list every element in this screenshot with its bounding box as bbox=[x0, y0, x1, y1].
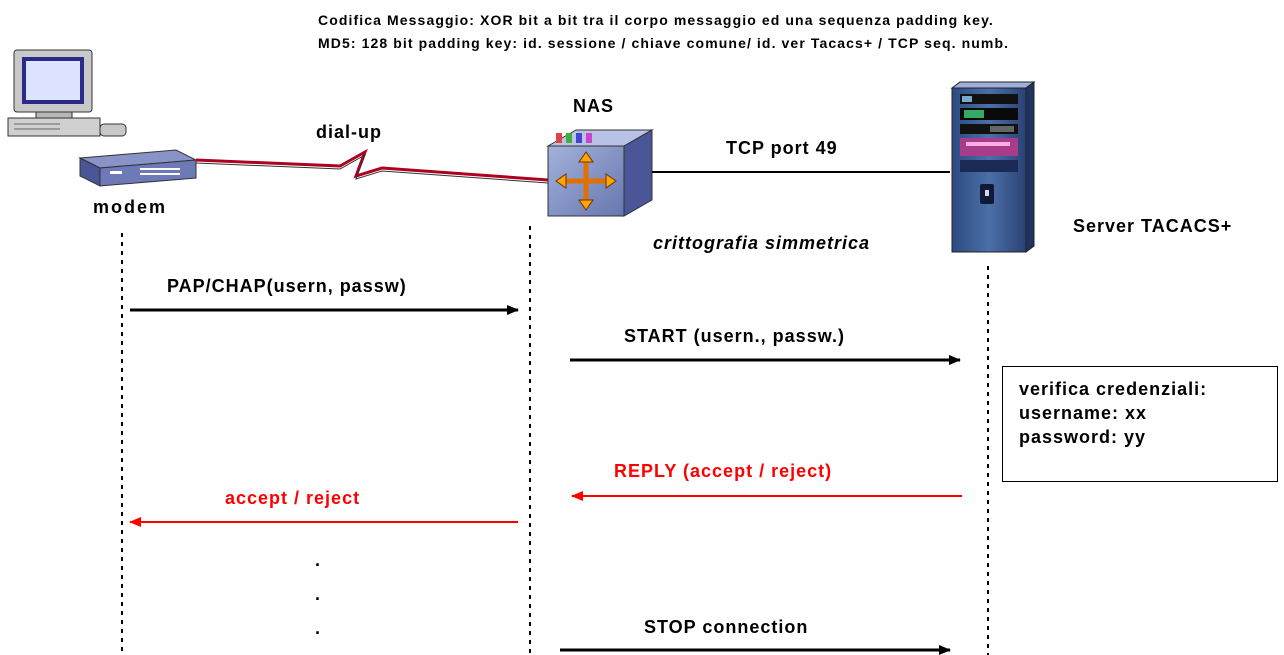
nas-label: NAS bbox=[573, 96, 615, 116]
ellipsis-dot: . bbox=[315, 550, 321, 570]
nas-router-icon bbox=[546, 129, 654, 217]
verification-box: verifica credenziali: username: xx passw… bbox=[1002, 366, 1278, 482]
reply-message: REPLY (accept / reject) bbox=[614, 461, 833, 481]
ellipsis-dot: . bbox=[315, 618, 321, 638]
ellipsis-dot: . bbox=[315, 584, 321, 604]
modem-label: modem bbox=[93, 197, 168, 217]
modem-icon bbox=[78, 149, 198, 187]
header-line-2: MD5: 128 bit padding key: id. sessione /… bbox=[318, 35, 1010, 51]
verification-password: password: yy bbox=[1019, 427, 1147, 447]
start-message: START (usern., passw.) bbox=[624, 326, 846, 346]
verification-username: username: xx bbox=[1019, 403, 1148, 423]
pap-chap-message: PAP/CHAP(usern, passw) bbox=[167, 276, 407, 296]
header-line-1: Codifica Messaggio: XOR bit a bit tra il… bbox=[318, 12, 994, 28]
computer-icon bbox=[7, 49, 127, 137]
crypto-label: crittografia simmetrica bbox=[653, 233, 871, 253]
dialup-line bbox=[195, 148, 549, 182]
stop-message: STOP connection bbox=[644, 617, 809, 637]
verification-title: verifica credenziali: bbox=[1019, 379, 1208, 399]
server-label: Server TACACS+ bbox=[1073, 216, 1233, 236]
dialup-label: dial-up bbox=[316, 122, 382, 142]
tcp-port-label: TCP port 49 bbox=[726, 138, 838, 158]
server-tower-icon bbox=[950, 81, 1036, 253]
accept-reject-message: accept / reject bbox=[225, 488, 361, 508]
